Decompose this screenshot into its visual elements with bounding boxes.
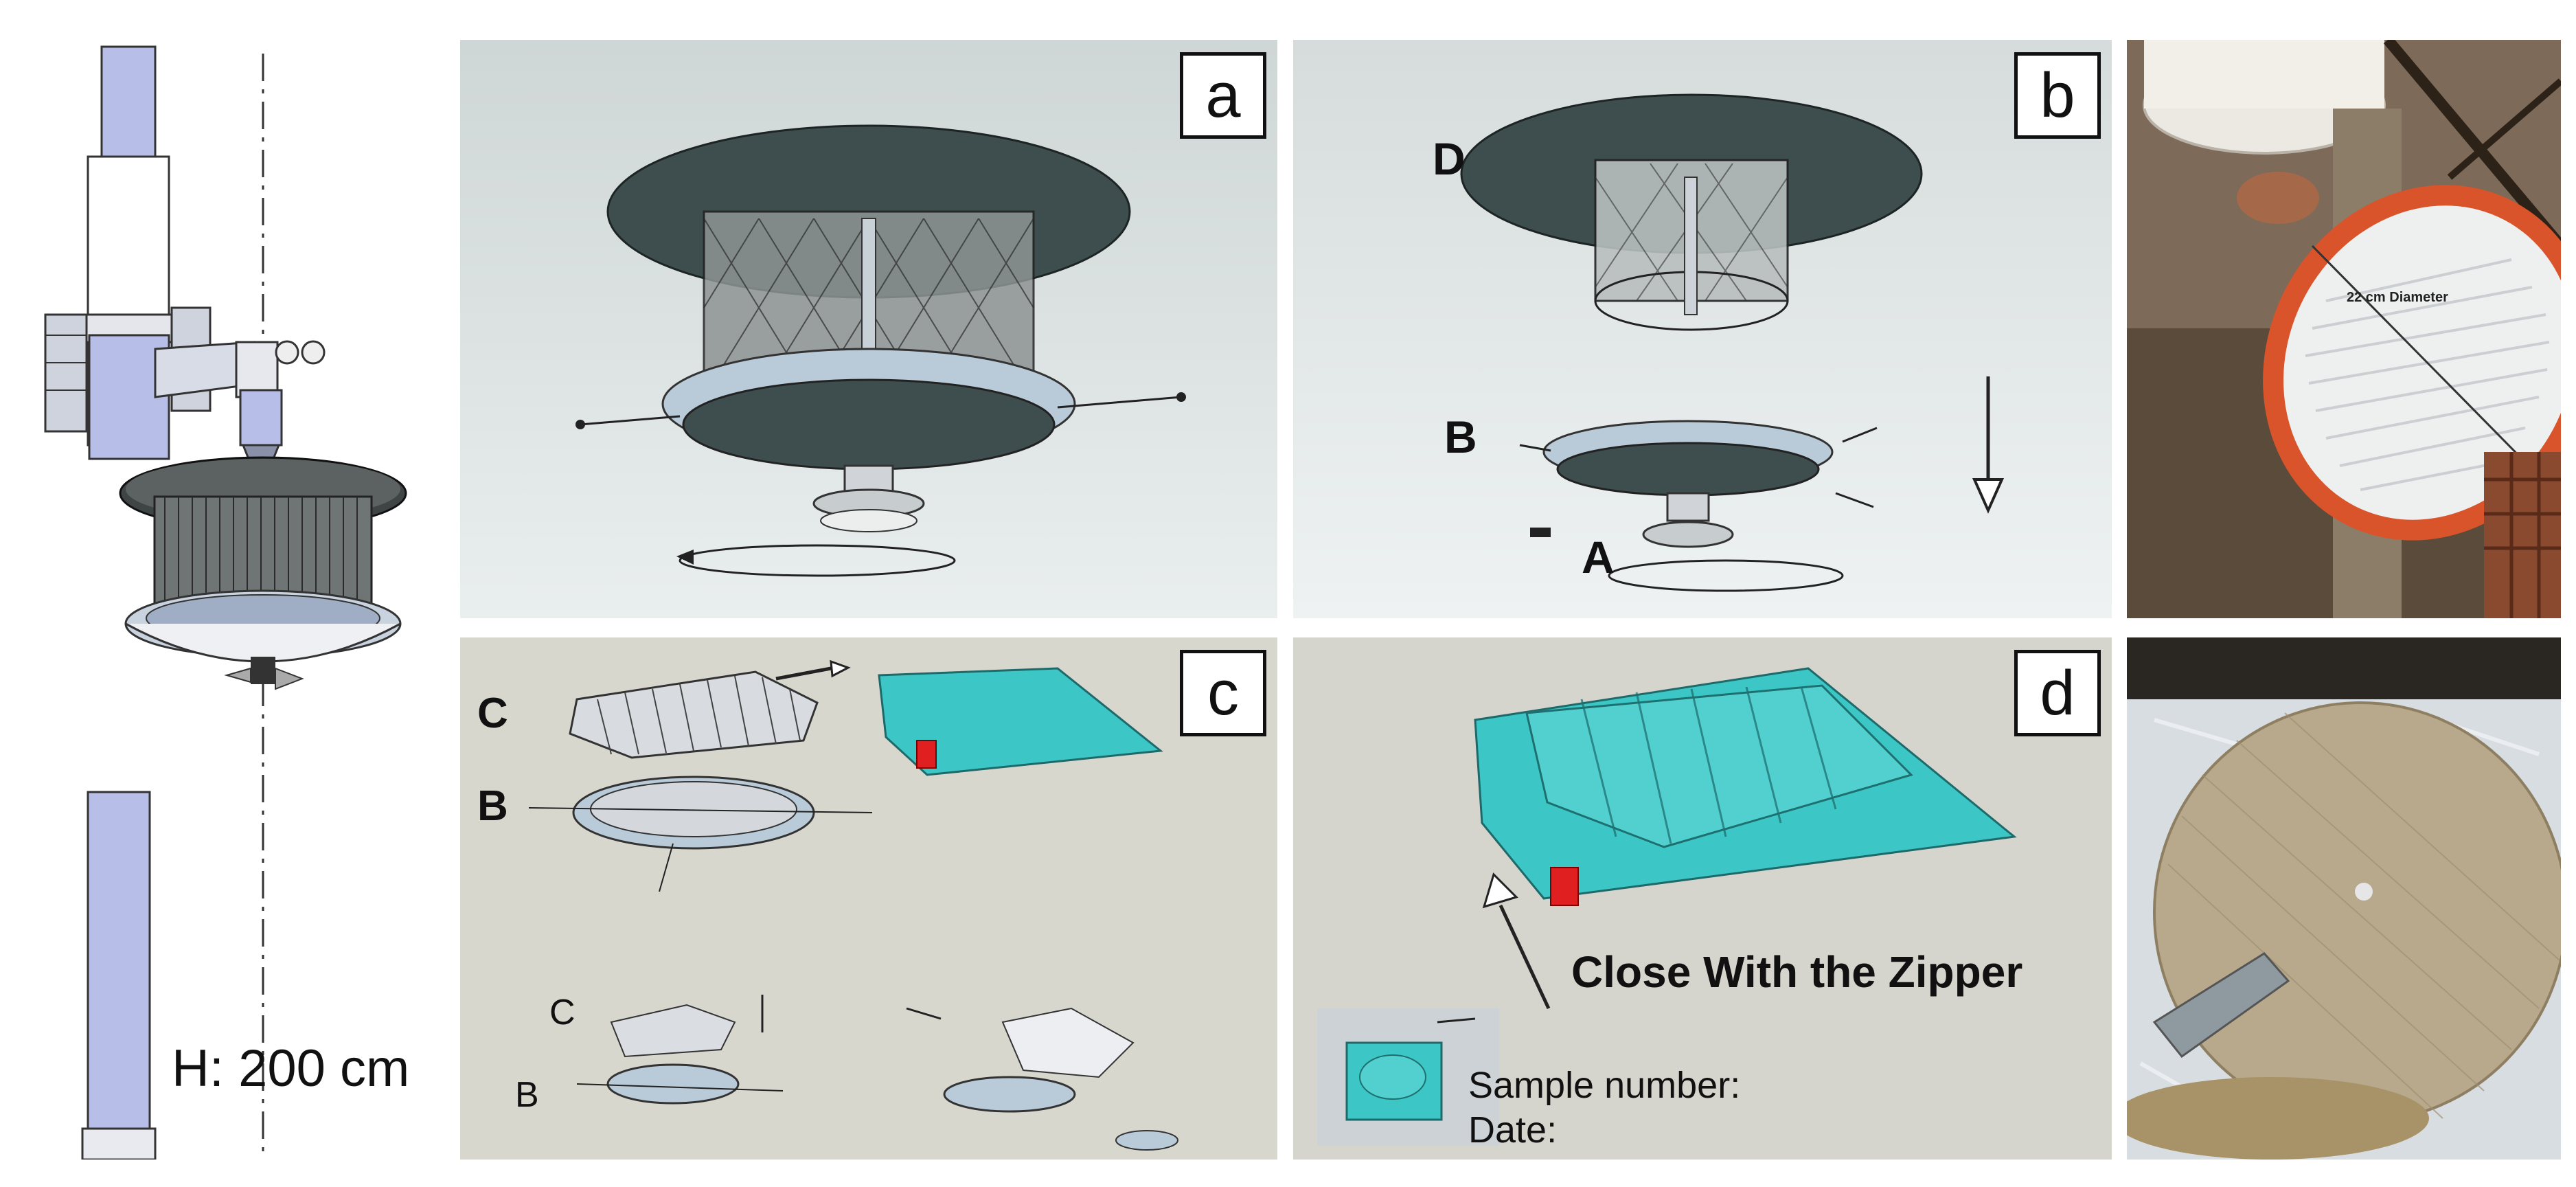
- panel-c-filter-removal: C B C B c: [460, 637, 1277, 1160]
- panel-d-tag: d: [2014, 650, 2101, 736]
- label-b-large: B: [477, 782, 508, 830]
- panel-a-assembled-sampler: a: [460, 40, 1277, 618]
- date-label: Date:: [1468, 1109, 1558, 1151]
- label-d: D: [1433, 133, 1466, 184]
- label-b-small: B: [515, 1075, 539, 1115]
- photo-dust-filter-image: [2127, 637, 2561, 1160]
- panel-a-illustration: [575, 124, 1186, 577]
- label-c-small: C: [549, 993, 575, 1032]
- panel-b-tag: b: [2014, 52, 2101, 139]
- panel-b-illustration: [1460, 93, 2005, 592]
- panel-c-tag: c: [1180, 650, 1266, 736]
- sampler-assembly-drawing: H: 200 cm: [0, 40, 453, 1160]
- diameter-label: 22 cm Diameter: [2347, 290, 2448, 305]
- panel-d-illustration: [1317, 667, 2017, 1146]
- zipper-instruction: Close With the Zipper: [1571, 947, 2023, 997]
- height-label: H: 200 cm: [172, 1039, 410, 1098]
- label-c-large: C: [477, 690, 508, 737]
- label-a: A: [1582, 532, 1615, 583]
- label-b: B: [1444, 411, 1477, 462]
- panel-c-illustration: [528, 659, 1178, 1151]
- sample-number-label: Sample number:: [1468, 1065, 1741, 1106]
- sampler-assembly-illustration: [44, 45, 407, 1160]
- photo-dust-filter: [2127, 637, 2561, 1160]
- panel-a-tag: a: [1180, 52, 1266, 139]
- photo-filter-diameter: 22 cm Diameter: [2127, 40, 2561, 618]
- panel-b-exploded-sampler: D B A b: [1293, 40, 2112, 618]
- photo-filter-diameter-image: [2127, 40, 2561, 618]
- panel-d-bagging-step: Close With the Zipper Sample number: Dat…: [1293, 637, 2112, 1160]
